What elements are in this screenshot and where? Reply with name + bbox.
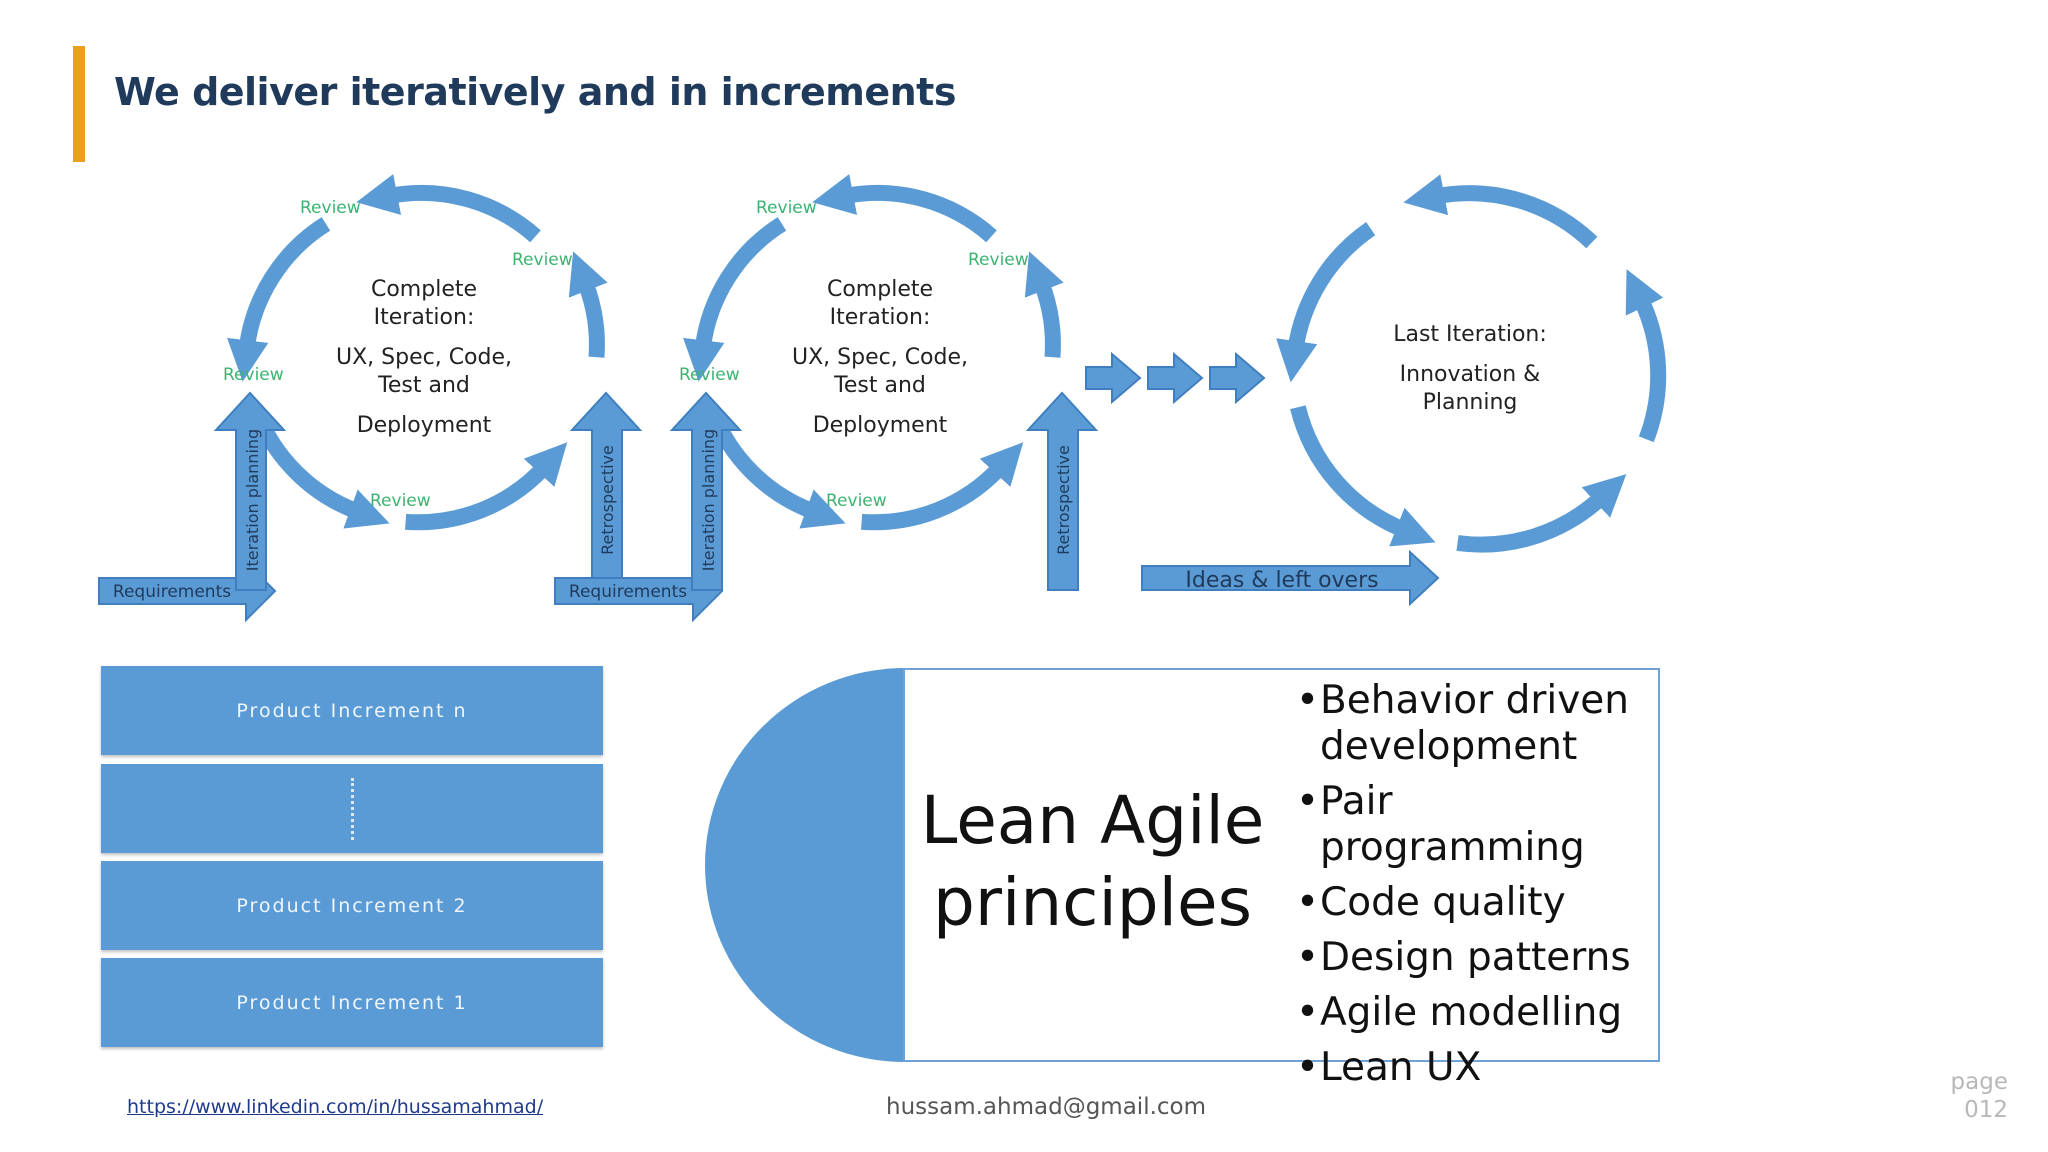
product-increment-label: Product Increment 1: [236, 991, 468, 1014]
list-item: Code quality: [1296, 880, 1656, 926]
product-increment-1: Product Increment 1: [101, 958, 603, 1047]
flow-arrow: [1147, 351, 1204, 405]
iteration-planning-arrow: [213, 391, 287, 591]
flow-arrows: [1085, 351, 1266, 405]
list-item: Design patterns: [1296, 935, 1656, 981]
linkedin-link[interactable]: https://www.linkedin.com/in/hussamahmad/: [127, 1096, 544, 1118]
review-label: Review: [679, 365, 740, 385]
cycle-arc: [356, 174, 541, 243]
review-label: Review: [300, 198, 361, 218]
page-number-value: 012: [1964, 1097, 2008, 1123]
lean-title-line: principles: [932, 864, 1253, 941]
list-item: Behavior driven development: [1296, 678, 1656, 770]
review-label: Review: [826, 491, 887, 511]
product-increment-label: Product Increment n: [236, 699, 468, 722]
page-title: We deliver iteratively and in increments: [114, 70, 956, 114]
review-label: Review: [968, 250, 1029, 270]
footer-email: hussam.ahmad@gmail.com: [886, 1094, 1207, 1120]
last-iteration-text: Last Iteration:: [1393, 322, 1547, 347]
retrospective-label: Retrospective: [1054, 445, 1073, 555]
requirements-label: Requirements: [113, 582, 231, 602]
product-increment-label: Product Increment 2: [236, 894, 468, 917]
flow-arrow: [1085, 351, 1142, 405]
ideas-arrow: [1141, 549, 1440, 607]
cycle-arc: [1403, 174, 1598, 249]
iteration-planning-label: Iteration planning: [699, 429, 718, 571]
retrospective-arrow: [569, 391, 643, 591]
list-item: Agile modelling: [1296, 990, 1656, 1036]
retrospective-label: Retrospective: [598, 445, 617, 555]
cycle-arc: [812, 174, 997, 243]
cycle-arc: [568, 251, 608, 358]
title-accent-bar: [73, 46, 85, 162]
review-label: Review: [223, 365, 284, 385]
ideas-label: Ideas & left overs: [1185, 568, 1378, 593]
iteration-cycle-1: Requirements Iteration planning Retrospe…: [98, 174, 643, 623]
iteration-text: Test and: [833, 373, 926, 398]
review-label: Review: [756, 198, 817, 218]
cycle-arc: [1290, 405, 1436, 547]
page-word: page: [1950, 1069, 2008, 1095]
cycle-arc: [1456, 474, 1627, 553]
cycle-arc: [1276, 222, 1376, 383]
cycle-arc: [1625, 269, 1667, 443]
last-iteration-text: Innovation &: [1400, 362, 1541, 387]
lean-principles-list: Behavior driven development Pair program…: [1296, 678, 1656, 1100]
cycle-arc: [405, 442, 568, 531]
iteration-text: UX, Spec, Code,: [336, 345, 512, 370]
review-label: Review: [370, 491, 431, 511]
lean-title-line: Lean Agile: [920, 782, 1265, 859]
iteration-text: UX, Spec, Code,: [792, 345, 968, 370]
iteration-text: Complete: [827, 277, 933, 302]
iteration-text: Deployment: [357, 413, 492, 438]
review-label: Review: [512, 250, 573, 270]
iteration-text: Iteration:: [830, 305, 931, 330]
page-number: page 012: [1951, 1068, 2008, 1124]
list-item: Pair programming: [1296, 779, 1656, 871]
ellipsis-dots: [350, 777, 354, 840]
cycle-arc: [683, 217, 787, 382]
cycle-arc: [861, 442, 1024, 531]
last-iteration-cycle: Ideas & left overs Last Iteration: Innov…: [1141, 174, 1667, 607]
cycle-arc: [1024, 251, 1064, 358]
iteration-text: Deployment: [813, 413, 948, 438]
iteration-planning-arrow: [669, 391, 743, 591]
cycle-arc: [227, 217, 331, 382]
iteration-text: Test and: [377, 373, 470, 398]
product-increment-ellipsis: [101, 764, 603, 853]
iteration-diagram: Requirements Iteration planning Retrospe…: [98, 174, 1667, 623]
flow-arrow: [1209, 351, 1266, 405]
requirements-label: Requirements: [569, 582, 687, 602]
product-increment-2: Product Increment 2: [101, 861, 603, 950]
last-iteration-text: Planning: [1423, 390, 1518, 415]
iteration-text: Iteration:: [374, 305, 475, 330]
lean-title: Lean Agile principles: [920, 780, 1265, 944]
iteration-text: Complete: [371, 277, 477, 302]
retrospective-arrow: [1025, 391, 1099, 591]
iteration-planning-label: Iteration planning: [243, 429, 262, 571]
list-item: Lean UX: [1296, 1045, 1656, 1091]
iteration-cycle-2: Requirements Iteration planning Retrospe…: [554, 174, 1099, 623]
product-increment-n: Product Increment n: [101, 666, 603, 755]
